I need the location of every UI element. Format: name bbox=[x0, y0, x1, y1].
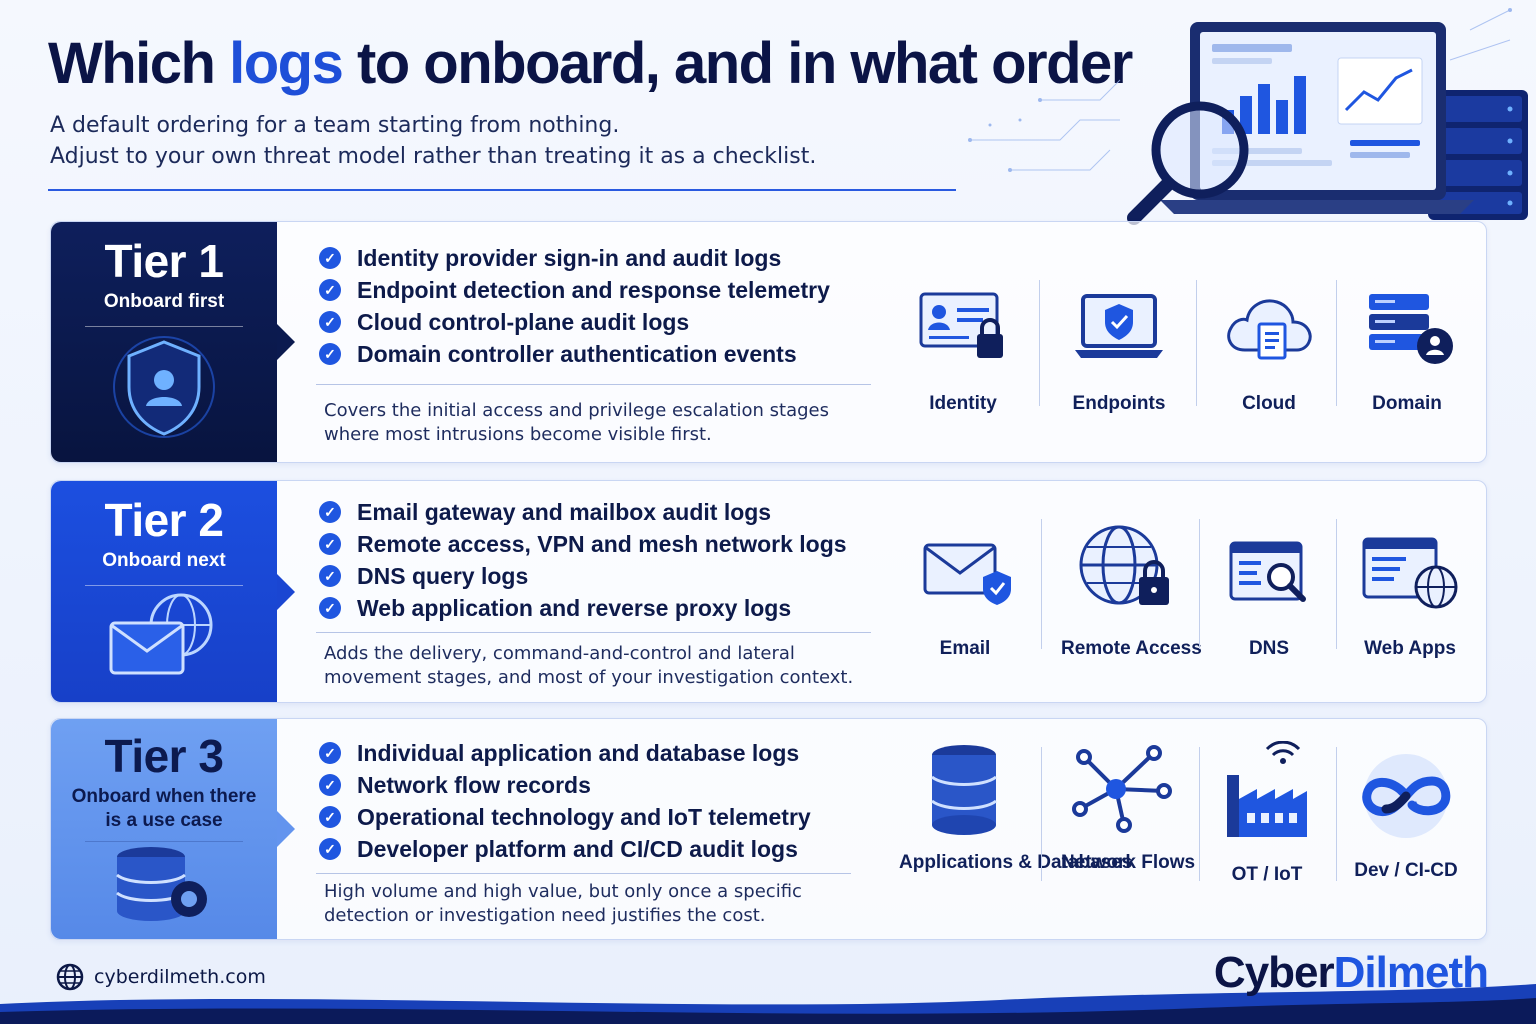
check-icon: ✓ bbox=[319, 838, 341, 860]
devops-icon bbox=[1362, 754, 1451, 838]
icon-divider bbox=[1199, 747, 1200, 881]
website-link[interactable]: cyberdilmeth.com bbox=[56, 963, 266, 991]
icon-dns: DNS bbox=[1219, 531, 1319, 660]
laptop-analytics-illustration bbox=[968, 8, 1528, 225]
email-globe-icon bbox=[109, 593, 213, 675]
tier-2-subtitle: Onboard next bbox=[102, 550, 226, 571]
icon-divider bbox=[1336, 280, 1337, 406]
icon-divider bbox=[1039, 280, 1040, 406]
check-icon: ✓ bbox=[319, 597, 341, 619]
icon-divider bbox=[1199, 519, 1200, 649]
tier-3-note: High volume and high value, but only onc… bbox=[324, 881, 802, 926]
endpoint-icon bbox=[1075, 294, 1163, 358]
page-title: Which logs to onboard, and in what order bbox=[48, 31, 1133, 96]
tier-2-checklist: ✓Email gateway and mailbox audit logs ✓R… bbox=[319, 496, 847, 624]
icon-divider bbox=[1336, 747, 1337, 881]
subtitle-line-2: Adjust to your own threat model rather t… bbox=[50, 144, 817, 169]
network-flows-icon bbox=[1072, 745, 1172, 833]
check-icon: ✓ bbox=[319, 565, 341, 587]
tier-1-note: Covers the initial access and privilege … bbox=[324, 400, 829, 445]
list-item: ✓Domain controller authentication events bbox=[319, 338, 830, 370]
tier-2-note: Adds the delivery, command-and-control a… bbox=[324, 643, 854, 688]
tier-3-separator bbox=[316, 873, 851, 874]
icon-network-flows: Network Flows bbox=[1061, 741, 1195, 874]
check-icon: ✓ bbox=[319, 247, 341, 269]
brand-logo: CyberDilmeth bbox=[1213, 948, 1489, 997]
remote-access-icon bbox=[1079, 525, 1169, 605]
icon-divider bbox=[1336, 519, 1337, 649]
list-item: ✓Email gateway and mailbox audit logs bbox=[319, 496, 847, 528]
web-apps-icon bbox=[1362, 537, 1458, 609]
list-item: ✓Operational technology and IoT telemetr… bbox=[319, 801, 811, 833]
tier-2-separator bbox=[316, 632, 871, 633]
database-gear-icon bbox=[116, 847, 207, 921]
title-highlight: logs bbox=[229, 31, 344, 96]
identity-icon bbox=[919, 292, 1003, 358]
tier-2-panel: Tier 2 Onboard next ✓Email gateway and m… bbox=[50, 480, 1487, 703]
tier-1-separator bbox=[316, 384, 871, 385]
check-icon: ✓ bbox=[319, 279, 341, 301]
shield-user-icon bbox=[113, 336, 215, 438]
icon-domain: Domain bbox=[1357, 288, 1457, 415]
icon-remote-access: Remote Access bbox=[1061, 521, 1202, 660]
badge-divider bbox=[85, 841, 243, 842]
list-item: ✓Web application and reverse proxy logs bbox=[319, 592, 847, 624]
tier-3-checklist: ✓Individual application and database log… bbox=[319, 737, 811, 865]
check-icon: ✓ bbox=[319, 343, 341, 365]
list-item: ✓Individual application and database log… bbox=[319, 737, 811, 769]
icon-identity: Identity bbox=[913, 288, 1013, 415]
icon-dev-ci-cd: Dev / CI-CD bbox=[1351, 751, 1461, 882]
icon-email: Email bbox=[913, 531, 1017, 660]
check-icon: ✓ bbox=[319, 501, 341, 523]
tier-1-badge: Tier 1 Onboard first bbox=[51, 222, 277, 462]
domain-icon bbox=[1369, 294, 1453, 364]
cloud-icon bbox=[1227, 299, 1312, 360]
tier-2-badge: Tier 2 Onboard next bbox=[51, 481, 277, 702]
icon-applications-databases: Applications & Databases bbox=[899, 741, 1132, 874]
icon-cloud: Cloud bbox=[1219, 288, 1319, 415]
badge-divider bbox=[85, 585, 243, 586]
list-item: ✓Remote access, VPN and mesh network log… bbox=[319, 528, 847, 560]
tier-3-title: Tier 3 bbox=[104, 730, 224, 782]
check-icon: ✓ bbox=[319, 806, 341, 828]
list-item: ✓Endpoint detection and response telemet… bbox=[319, 274, 830, 306]
tier-1-checklist: ✓Identity provider sign-in and audit log… bbox=[319, 242, 830, 370]
icon-divider bbox=[1041, 519, 1042, 649]
header-divider bbox=[48, 189, 956, 191]
list-item: ✓Network flow records bbox=[319, 769, 811, 801]
tier-3-badge: Tier 3 Onboard when there is a use case bbox=[51, 719, 277, 939]
icon-ot-iot: OT / IoT bbox=[1217, 740, 1317, 886]
ot-iot-icon bbox=[1227, 740, 1307, 837]
check-icon: ✓ bbox=[319, 774, 341, 796]
dns-icon bbox=[1229, 541, 1306, 602]
check-icon: ✓ bbox=[319, 533, 341, 555]
tier-1-title: Tier 1 bbox=[104, 235, 224, 287]
subtitle-line-1: A default ordering for a team starting f… bbox=[50, 113, 620, 138]
list-item: ✓Cloud control-plane audit logs bbox=[319, 306, 830, 338]
page-subtitle: A default ordering for a team starting f… bbox=[50, 110, 816, 172]
check-icon: ✓ bbox=[319, 311, 341, 333]
icon-endpoints: Endpoints bbox=[1069, 288, 1169, 415]
globe-icon bbox=[56, 963, 84, 991]
website-url: cyberdilmeth.com bbox=[94, 966, 266, 988]
check-icon: ✓ bbox=[319, 742, 341, 764]
tier-1-subtitle: Onboard first bbox=[103, 291, 225, 312]
icon-divider bbox=[1041, 747, 1042, 881]
tier-2-title: Tier 2 bbox=[104, 494, 224, 546]
tier-3-subtitle: Onboard when there is a use case bbox=[71, 786, 257, 831]
email-icon bbox=[923, 543, 1011, 605]
tier-3-panel: Tier 3 Onboard when there is a use case … bbox=[50, 718, 1487, 940]
icon-divider bbox=[1196, 280, 1197, 406]
badge-divider bbox=[85, 326, 243, 327]
list-item: ✓Developer platform and CI/CD audit logs bbox=[319, 833, 811, 865]
tier-1-panel: Tier 1 Onboard first ✓Identity provider … bbox=[50, 221, 1487, 463]
footer-wave bbox=[0, 984, 1536, 1024]
list-item: ✓Identity provider sign-in and audit log… bbox=[319, 242, 830, 274]
list-item: ✓DNS query logs bbox=[319, 560, 847, 592]
database-icon bbox=[931, 745, 997, 835]
icon-web-apps: Web Apps bbox=[1357, 531, 1463, 660]
